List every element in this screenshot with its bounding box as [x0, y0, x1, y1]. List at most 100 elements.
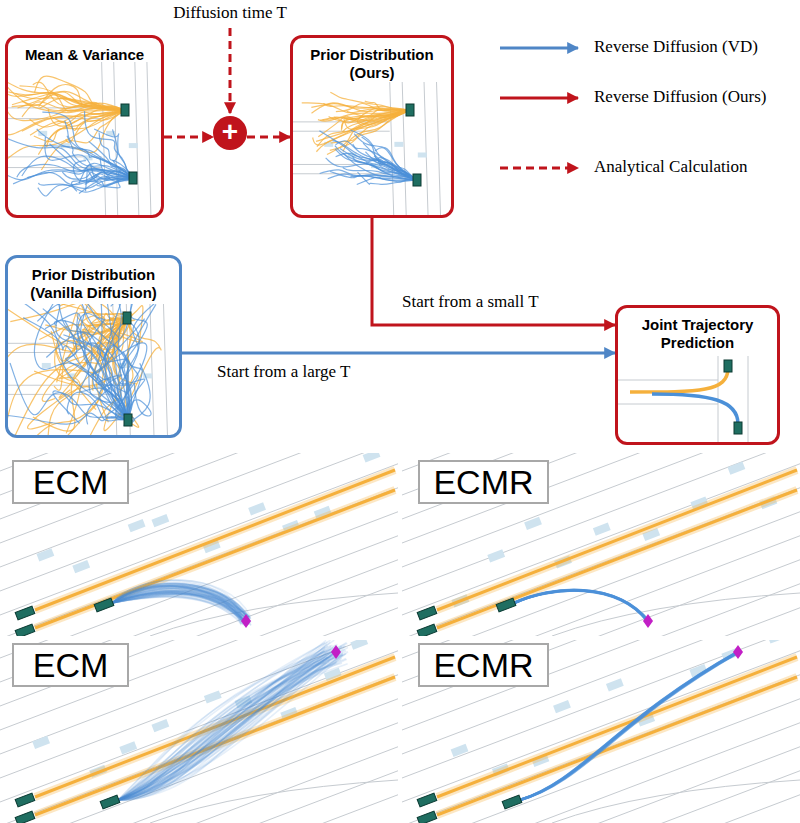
ego-trajectory [118, 649, 340, 800]
ramp-line [552, 593, 800, 636]
trajectory-sample [15, 94, 125, 110]
trajectory-sample [72, 304, 128, 420]
other-agent-trajectory [437, 490, 797, 628]
sum-symbol [213, 116, 247, 150]
road-edge [748, 356, 749, 442]
parked-car [727, 462, 745, 475]
parked-car [72, 560, 90, 573]
ego-trajectory [118, 647, 342, 800]
annotation: Diffusion time T [171, 3, 289, 23]
road-edge [437, 82, 441, 215]
scene-panel [402, 640, 800, 823]
ego-trajectory [112, 588, 249, 623]
dashed-arrow [229, 28, 232, 113]
lane-line [402, 640, 800, 778]
method-box: Prior Distribution (Ours) [290, 35, 454, 218]
trajectory-sample [34, 304, 128, 420]
panel-label: ECM [14, 645, 127, 685]
parked-car [129, 143, 138, 148]
ego-trajectory [118, 647, 333, 800]
ego-trajectory [118, 658, 346, 800]
other-agent-trajectory [35, 490, 395, 628]
trajectory-sample [67, 136, 133, 178]
trajectory-sample [8, 110, 125, 135]
parked-car [128, 519, 146, 532]
goal-diamond [643, 614, 653, 628]
lane-line [0, 584, 398, 636]
road-edge [402, 82, 406, 215]
ego-trajectory [118, 647, 325, 800]
panel-tag: ECM [12, 460, 129, 504]
ego-trajectory [118, 647, 348, 800]
road-edge [390, 82, 394, 215]
trajectory-sample [350, 176, 417, 182]
ego-trajectory [112, 588, 248, 619]
parked-car [524, 517, 542, 530]
parked-car [151, 514, 169, 527]
goal-diamond [241, 614, 251, 628]
vehicle [121, 104, 129, 116]
ego-trajectory [520, 651, 739, 800]
vehicle [417, 793, 437, 807]
ego-trajectory [118, 646, 342, 800]
parked-car [606, 678, 624, 691]
goal-diamond [733, 645, 743, 659]
legend-sample [500, 167, 578, 170]
scene-panel [402, 453, 800, 636]
scene-map [8, 304, 177, 435]
trajectory-sample [8, 413, 128, 428]
trajectory-sample [369, 159, 417, 180]
edge-label: Start from a small T [400, 292, 541, 312]
road-edge [163, 304, 167, 435]
ego-trajectory [118, 650, 338, 800]
ego-trajectory [514, 591, 648, 622]
lane-line [0, 488, 398, 636]
lane-line [402, 488, 800, 636]
vehicle [123, 312, 131, 324]
ramp-line [150, 780, 398, 823]
road-edge [135, 62, 139, 215]
other-agent-trajectory [437, 677, 797, 815]
vehicle [15, 793, 35, 807]
scene-panel [0, 640, 398, 823]
lane-line [402, 584, 800, 636]
ego-trajectory [514, 591, 648, 622]
parked-car [350, 640, 368, 650]
ego-trajectory [112, 580, 242, 616]
analytical-arrow [247, 136, 290, 139]
vehicle [124, 414, 132, 426]
lane-line [0, 453, 398, 591]
lane-line [402, 640, 800, 730]
panel-label: ECMR [420, 462, 547, 502]
trajectory-sample [313, 110, 410, 145]
trajectory-sample [312, 103, 410, 113]
trajectory-halo [437, 677, 797, 815]
trajectory-sample [8, 136, 133, 178]
legend-label: Reverse Diffusion (VD) [592, 37, 760, 57]
goal-diamond [331, 645, 341, 659]
trajectory-sample [22, 95, 125, 111]
reverse-diffusion-arrow [182, 352, 615, 355]
ego-trajectory [118, 640, 334, 800]
vehicle [724, 360, 732, 372]
legend-sample [500, 47, 578, 50]
ego-trajectory [118, 645, 336, 800]
edge-label: Start from a large T [215, 362, 352, 382]
reverse-diffusion-arrow [372, 218, 615, 325]
trajectory-halo [437, 490, 797, 628]
ego-trajectory [520, 652, 738, 800]
trajectory-sample [363, 143, 417, 180]
legend-label: Analytical Calculation [592, 157, 749, 177]
trajectory-sample [341, 110, 410, 131]
ego-trajectory [118, 646, 344, 800]
ramp-line [552, 780, 800, 823]
ego-trajectory [520, 652, 739, 800]
lane-line [0, 453, 398, 543]
road-edge [618, 380, 718, 381]
trajectory-sample [37, 304, 128, 420]
trajectory-sample [8, 92, 125, 110]
scene-map [8, 62, 151, 215]
parked-car [418, 152, 427, 157]
